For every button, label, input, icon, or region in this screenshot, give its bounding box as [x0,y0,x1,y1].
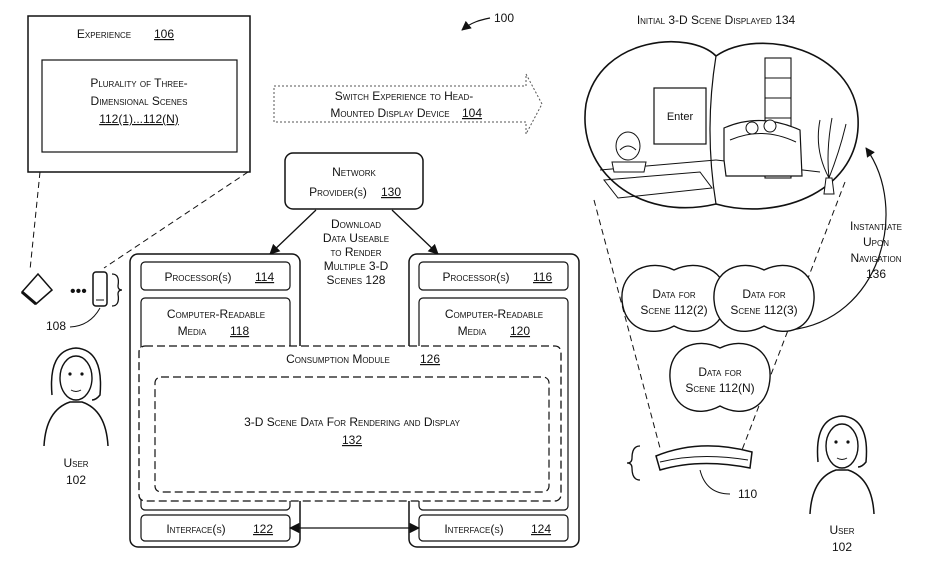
ellipsis-icon: ••• [70,283,87,300]
download-label: Download Data Useable to Render Multiple… [323,217,389,287]
user-right-ref: 102 [832,540,852,554]
scene-data-line1: 3-D Scene Data For Rendering and Display [244,415,460,429]
figure-ref: 100 [461,11,514,31]
consumption-label: Consumption Module [286,352,390,366]
hmd-ref-label: 110 [738,487,757,501]
scene2-line2: Scene 112(2) [640,303,707,317]
svg-text:Instantiate: Instantiate [850,219,902,233]
svg-text:Multiple 3-D: Multiple 3-D [324,259,389,273]
right-crm-line1: Computer-Readable [445,307,543,321]
right-interface-label: Interface(s) [444,522,503,536]
figure-ref-label: 100 [494,11,514,25]
instantiate-label: Instantiate Upon Navigation 136 [850,219,902,281]
consumption-module: Consumption Module 126 3-D Scene Data Fo… [138,345,562,502]
switch-line2: Mounted Display Device [330,106,449,120]
user-right-label: User [829,523,854,537]
right-interface-ref: 124 [531,522,551,536]
user-right-icon [809,415,875,515]
scene-n-line2: Scene 112(N) [685,381,754,395]
scenes-ref: 112(1)...112(N) [99,112,179,126]
scene-data-ref: 132 [342,433,362,447]
user-left-icon [43,347,109,447]
user-left-ref: 102 [66,473,86,487]
hmd-icon [655,445,753,495]
scene3-line1: Data for [742,287,785,301]
scene3-line2: Scene 112(3) [730,303,797,317]
left-interface-ref: 122 [253,522,273,536]
switch-ref: 104 [462,106,482,120]
hmd-brace-icon [626,445,641,481]
user-left-label: User [63,456,88,470]
enter-panel-label: Enter [667,111,694,123]
left-processor-label: Processor(s) [164,270,231,284]
left-crm-line2: Media [178,324,207,338]
experience-title: Experience [77,27,131,41]
scenes-line2: Dimensional Scenes [91,94,188,108]
svg-text:Download: Download [331,217,381,231]
network-ref: 130 [381,185,401,199]
right-processor-ref: 116 [533,270,552,284]
laptop-icon [20,272,54,306]
right-crm-line2: Media [458,324,487,338]
scene2-line1: Data for [652,287,695,301]
left-interface-label: Interface(s) [166,522,225,536]
scene-n-line1: Data for [698,365,741,379]
scene-data-blob-3: Data for Scene 112(3) [713,264,815,333]
switch-experience-arrow: Switch Experience to Head- Mounted Displ… [273,73,543,135]
scene-data-blob-2: Data for Scene 112(2) [621,264,727,333]
right-crm-ref: 120 [510,324,530,338]
initial-scene-title: Initial 3-D Scene Displayed 134 [637,13,796,27]
device-brace-icon [111,273,123,307]
switch-line1: Switch Experience to Head- [335,89,474,103]
network-provider-box: Network Provider(s) 130 [284,152,424,210]
initial-scene-illustration: Enter [584,40,859,210]
right-processor-label: Processor(s) [442,270,509,284]
scenes-line1: Plurality of Three- [90,76,187,90]
device-ref-label: 108 [46,319,66,333]
network-line2: Provider(s) [309,185,367,199]
svg-text:to Render: to Render [331,245,382,259]
left-crm-ref: 118 [230,324,249,338]
left-crm-line1: Computer-Readable [167,307,265,321]
svg-text:Scenes 128: Scenes 128 [327,273,386,287]
svg-text:Navigation: Navigation [850,251,901,265]
svg-text:Data Useable: Data Useable [323,231,389,245]
svg-text:136: 136 [866,267,886,281]
experience-box: Experience 106 Plurality of Three- Dimen… [27,15,251,173]
experience-ref: 106 [154,27,174,41]
left-processor-ref: 114 [255,270,274,284]
consumption-ref: 126 [420,352,440,366]
phone-icon [92,271,108,307]
scene-data-blob-n: Data for Scene 112(N) [669,342,771,412]
network-line1: Network [332,165,376,179]
svg-text:Upon: Upon [863,235,889,249]
